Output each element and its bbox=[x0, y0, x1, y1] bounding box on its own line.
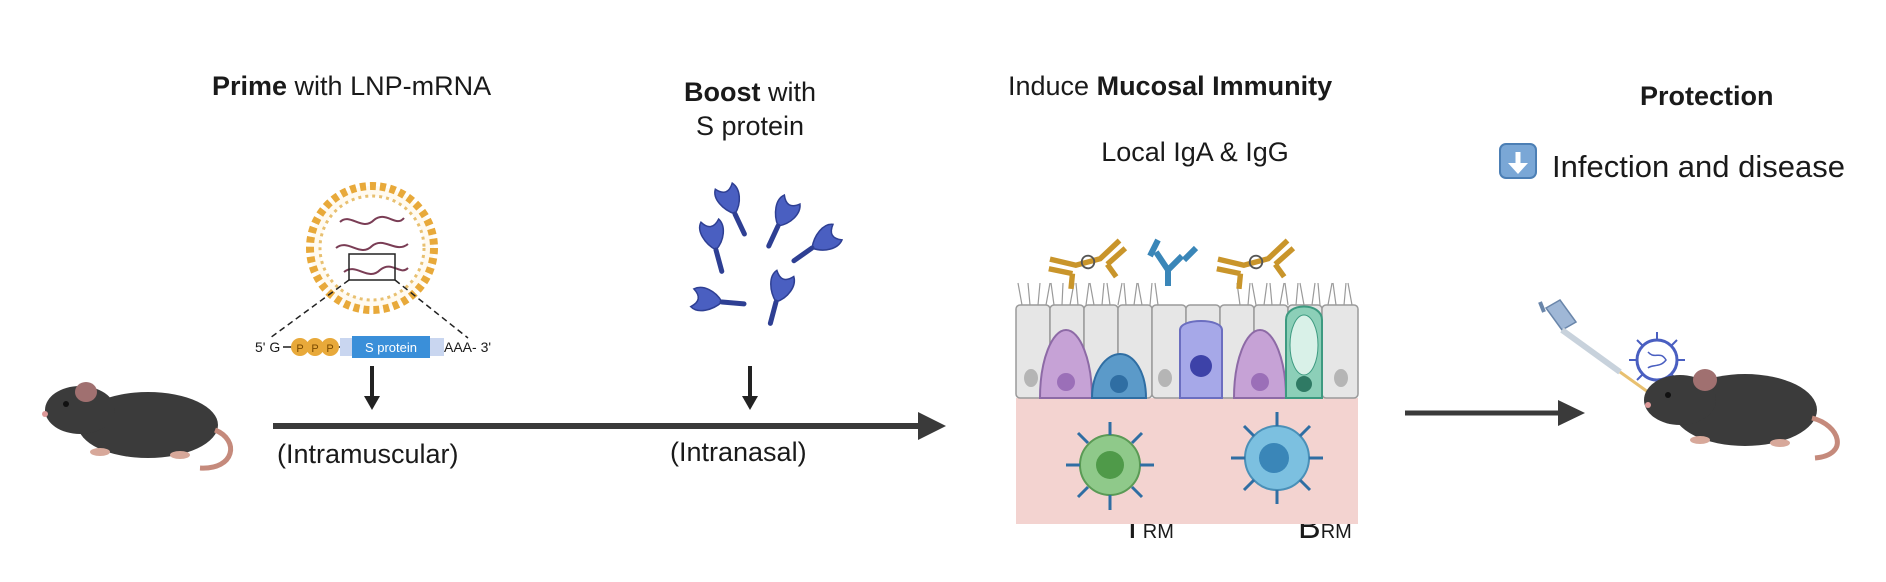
virus-icon bbox=[1629, 332, 1685, 388]
cap-p1: P bbox=[296, 343, 303, 355]
prime-rest: with LNP-mRNA bbox=[287, 71, 492, 101]
down-arrow-prime bbox=[364, 366, 380, 410]
protection-text: Infection and disease bbox=[1552, 149, 1845, 184]
trm-sub: RM bbox=[1142, 521, 1174, 543]
iga-icon-2 bbox=[1214, 240, 1299, 294]
mouse-left-icon bbox=[42, 382, 234, 471]
route-intranasal: (Intranasal) bbox=[670, 437, 807, 467]
cap-p3: P bbox=[326, 343, 333, 355]
spike-icon-4 bbox=[787, 222, 844, 268]
mouse-right-icon bbox=[1644, 369, 1840, 461]
mrna-construct: P P P S protein bbox=[283, 336, 444, 358]
brm-cell-icon bbox=[1231, 412, 1323, 504]
route-intramuscular: (Intramuscular) bbox=[277, 439, 459, 469]
mucosa-illustration bbox=[1015, 238, 1359, 524]
igg-icon bbox=[1147, 238, 1199, 286]
brm-sub: RM bbox=[1320, 521, 1352, 543]
spike-proteins bbox=[690, 182, 843, 326]
induce-bold: Mucosal Immunity bbox=[1096, 71, 1333, 101]
down-arrow-boost bbox=[742, 366, 758, 410]
induce-subtitle: Local IgA & IgG bbox=[1101, 137, 1289, 167]
lnp-icon bbox=[269, 182, 469, 339]
induce-prefix: Induce bbox=[1008, 71, 1097, 101]
boost-title: Boost with S protein bbox=[640, 76, 860, 144]
boost-line2: S protein bbox=[695, 110, 805, 141]
protection-bold: Protection bbox=[1640, 81, 1774, 111]
induce-title: Induce Mucosal Immunity bbox=[1008, 70, 1332, 104]
pipette-icon bbox=[1538, 299, 1649, 394]
spike-icon-6 bbox=[757, 270, 797, 327]
prime-bold: Prime bbox=[212, 71, 288, 101]
boost-bold: Boost bbox=[683, 77, 761, 107]
spike-icon-2 bbox=[756, 194, 802, 251]
protection-title: Protection bbox=[1640, 80, 1774, 114]
trm-cell-icon bbox=[1066, 422, 1154, 510]
boost-rest: with bbox=[760, 77, 817, 107]
mrna-gene-label: S protein bbox=[365, 340, 417, 355]
mrna-five-prime: 5' G bbox=[255, 339, 281, 355]
timeline-arrow bbox=[273, 412, 946, 440]
spike-icon-5 bbox=[690, 286, 745, 318]
spike-icon-3 bbox=[699, 219, 731, 274]
prime-title: Prime with LNP-mRNA bbox=[212, 70, 491, 104]
mrna-three-prime: AAA- 3' bbox=[444, 339, 492, 355]
down-arrow-icon bbox=[1499, 143, 1537, 179]
outcome-arrow bbox=[1405, 400, 1585, 426]
cap-p2: P bbox=[311, 343, 318, 355]
